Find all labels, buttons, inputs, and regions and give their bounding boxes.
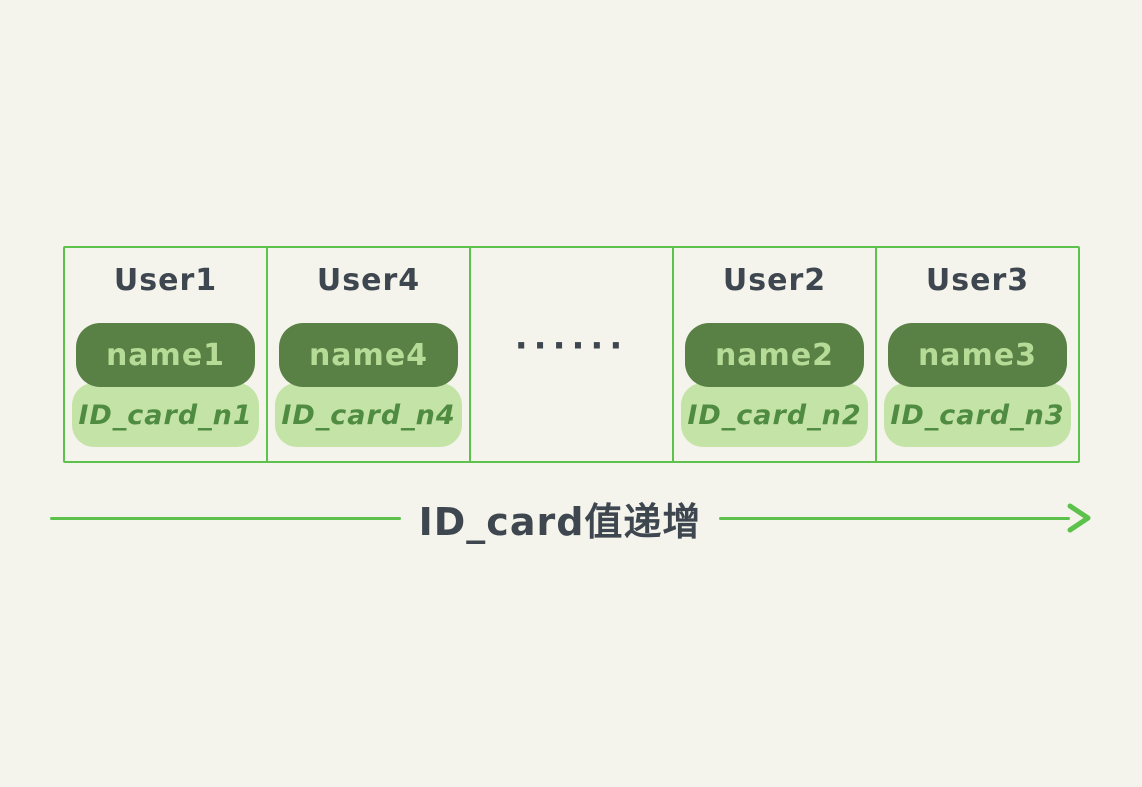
arrow-head-icon	[1067, 503, 1091, 533]
name-badge-label: name1	[105, 337, 226, 373]
user-cell-title: User1	[113, 263, 218, 298]
user-cell-4: User4 name4 ID_card_n4	[268, 248, 471, 461]
name-badge: name4	[279, 323, 458, 387]
user-cell-1: User1 name1 ID_card_n1	[65, 248, 268, 461]
id-card-badge-label: ID_card_n2	[687, 399, 862, 431]
user-record-table: User1 name1 ID_card_n1 User4 name4 ID_ca…	[63, 246, 1080, 463]
arrow-label: ID_card值递增	[418, 499, 702, 544]
id-card-badge: ID_card_n2	[681, 383, 868, 447]
user-cell-title: User3	[925, 263, 1030, 298]
id-card-badge: ID_card_n3	[884, 383, 1071, 447]
id-card-badge-label: ID_card_n3	[890, 399, 1065, 431]
ellipsis-cell: ······	[471, 248, 674, 461]
id-card-badge: ID_card_n4	[275, 383, 462, 447]
name-badge-label: name4	[308, 337, 429, 373]
id-card-badge: ID_card_n1	[72, 383, 259, 447]
id-card-increase-arrow: ID_card值递增	[50, 490, 1092, 546]
user-cell-title: User4	[316, 263, 421, 298]
name-badge-label: name2	[714, 337, 835, 373]
id-card-badge-label: ID_card_n4	[281, 399, 456, 431]
arrow-line-left	[50, 516, 401, 520]
user-cell-title: User2	[722, 263, 827, 298]
user-cell-2: User2 name2 ID_card_n2	[674, 248, 877, 461]
arrow-line-right	[719, 516, 1071, 520]
ellipsis-dots: ······	[514, 325, 629, 366]
name-badge-label: name3	[917, 337, 1038, 373]
name-badge: name1	[76, 323, 255, 387]
name-badge: name3	[888, 323, 1067, 387]
user-cell-3: User3 name3 ID_card_n3	[877, 248, 1078, 461]
name-badge: name2	[685, 323, 864, 387]
id-card-badge-label: ID_card_n1	[78, 399, 253, 431]
